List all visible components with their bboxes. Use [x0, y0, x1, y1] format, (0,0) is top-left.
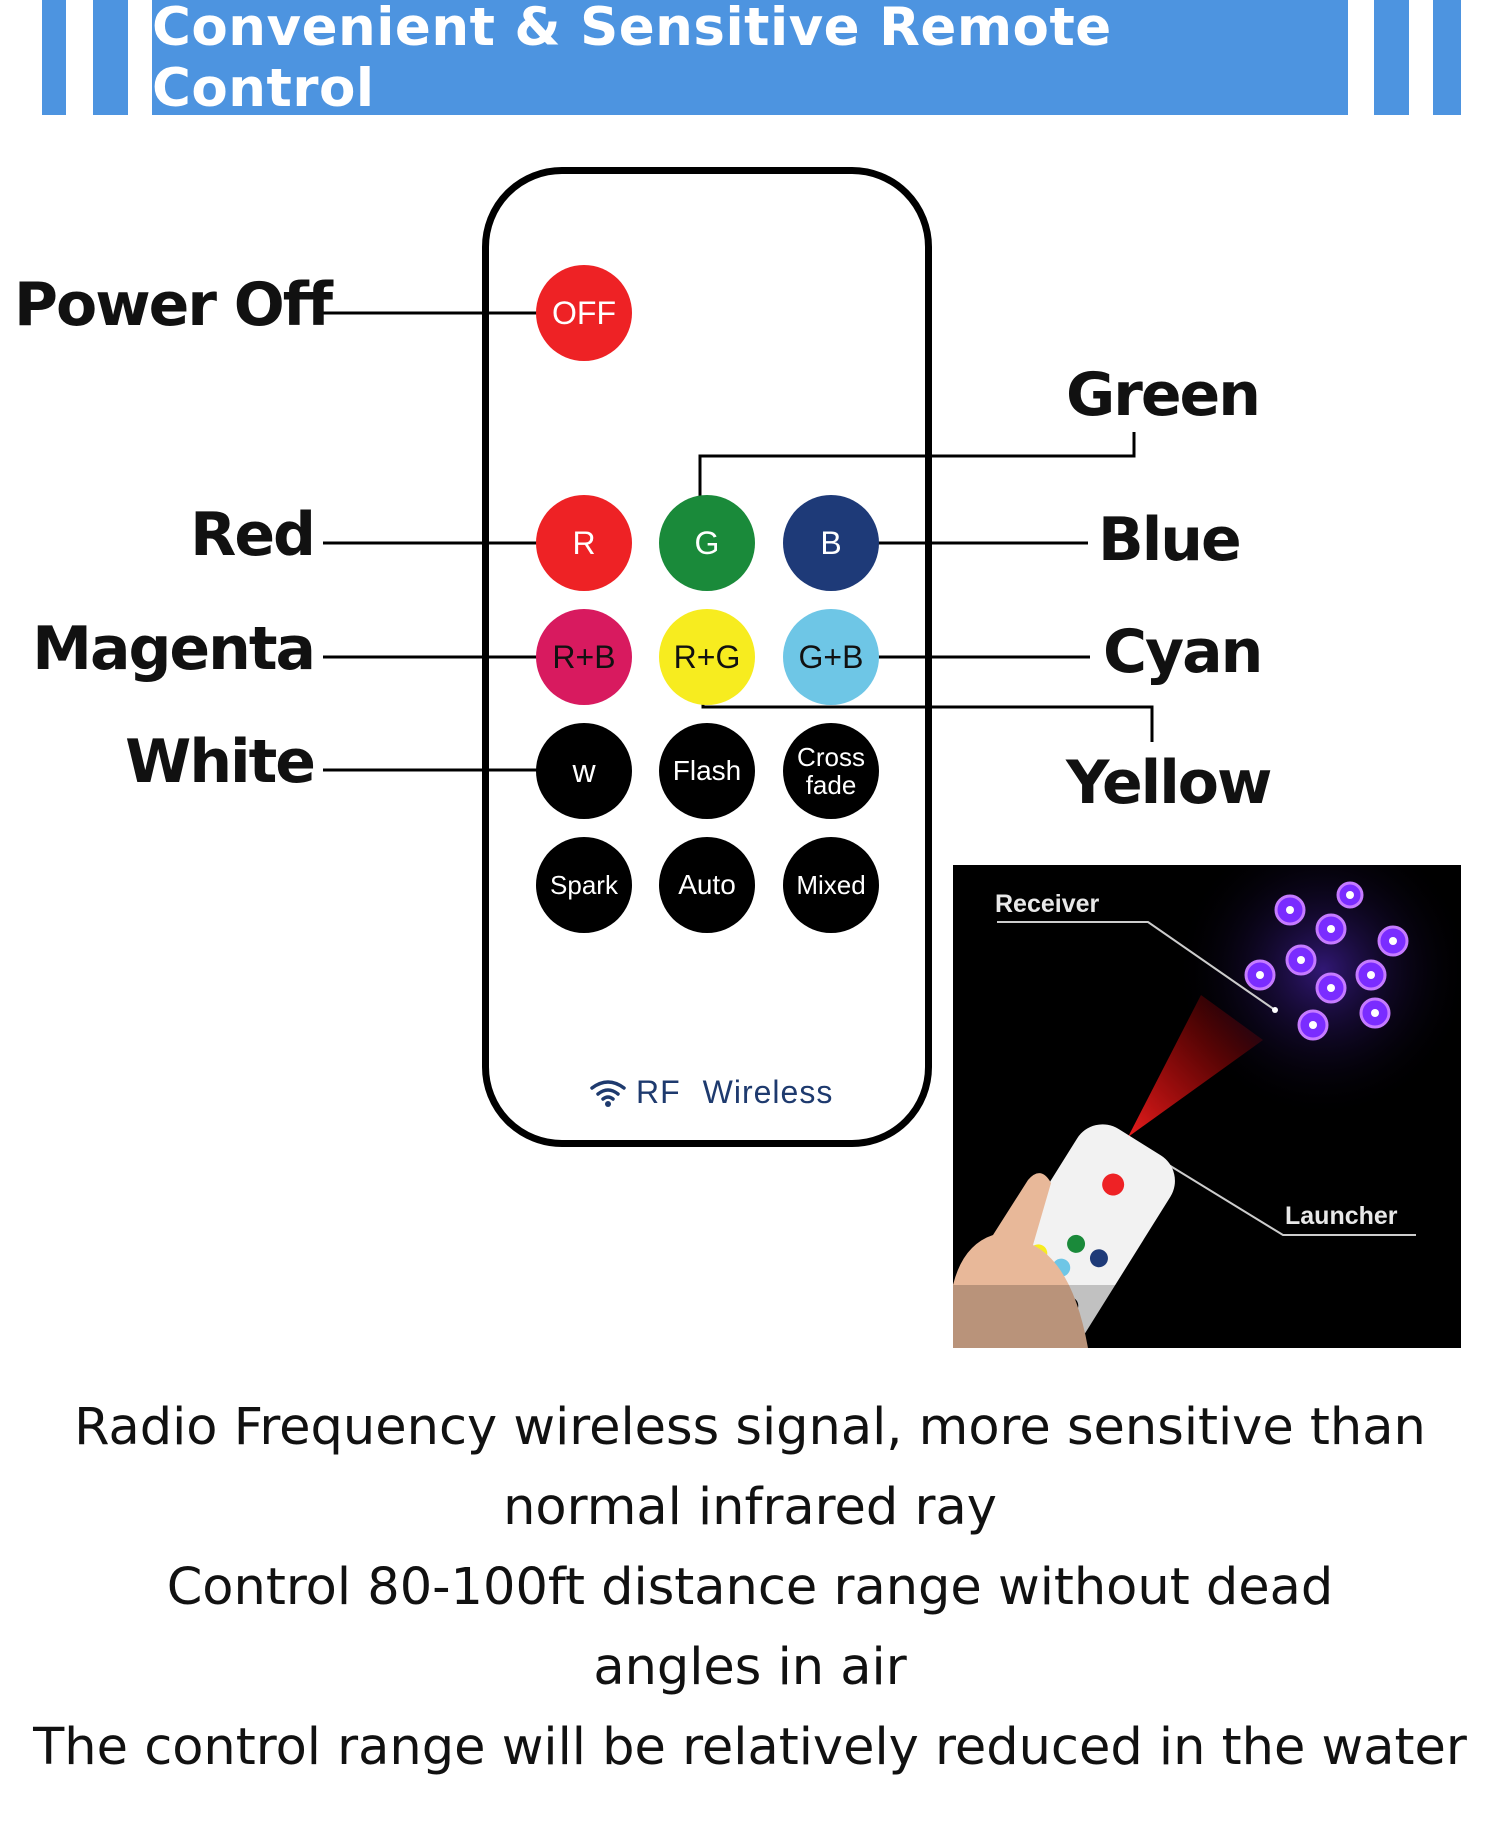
- yellow-button[interactable]: R+G: [659, 609, 755, 705]
- hand: [953, 1173, 1088, 1348]
- flash-button[interactable]: Flash: [659, 723, 755, 819]
- label-green: Green: [1066, 360, 1261, 430]
- led-receiver-array: [1244, 881, 1409, 1041]
- header-stripe: [1374, 0, 1409, 115]
- blue-button[interactable]: B: [783, 495, 879, 591]
- green-button[interactable]: G: [659, 495, 755, 591]
- crossfade-button[interactable]: Cross fade: [783, 723, 879, 819]
- description-line: Control 80-100ft distance range without …: [166, 1558, 1334, 1617]
- yellow-connector: [701, 688, 1154, 742]
- label-magenta: Magenta: [32, 614, 316, 684]
- green-connector: [698, 432, 1136, 502]
- description-line: angles in air: [593, 1638, 907, 1697]
- label-blue: Blue: [1098, 505, 1242, 575]
- cyan-button[interactable]: G+B: [783, 609, 879, 705]
- receiver-launcher-photo: Receiver Launcher: [953, 865, 1461, 1348]
- description: Radio Frequency wireless signal, more se…: [30, 1388, 1470, 1788]
- white-button[interactable]: w: [536, 723, 632, 819]
- launcher-label: Launcher: [1285, 1202, 1398, 1230]
- red-button[interactable]: R: [536, 495, 632, 591]
- spark-button[interactable]: Spark: [536, 837, 632, 933]
- magenta-button[interactable]: R+B: [536, 609, 632, 705]
- photo-bottom-fade: [953, 1285, 1461, 1348]
- receiver-label: Receiver: [995, 890, 1100, 918]
- description-line: normal infrared ray: [503, 1478, 997, 1537]
- signal-beam: [1128, 995, 1263, 1137]
- photo-illustration: [953, 865, 1461, 1348]
- label-cyan: Cyan: [1103, 617, 1263, 687]
- wireless-text: Wireless: [702, 1074, 834, 1110]
- label-yellow: Yellow: [1066, 748, 1272, 818]
- header-stripe: [93, 0, 128, 115]
- header-stripe: [1433, 0, 1461, 115]
- launcher-pointer: [1127, 1139, 1416, 1236]
- label-white: White: [125, 727, 316, 797]
- label-red: Red: [190, 500, 316, 570]
- rf-text: RF: [636, 1074, 681, 1110]
- page-title: Convenient & Sensitive Remote Control: [152, 0, 1112, 119]
- receiver-pointer: [997, 921, 1276, 1011]
- mixed-button[interactable]: Mixed: [783, 837, 879, 933]
- description-line: The control range will be relatively red…: [33, 1718, 1467, 1777]
- rf-wireless-label: RF Wireless: [588, 1074, 833, 1111]
- auto-button[interactable]: Auto: [659, 837, 755, 933]
- label-power-off: Power Off: [14, 270, 333, 340]
- description-line: Radio Frequency wireless signal, more se…: [74, 1398, 1426, 1457]
- wifi-icon: [590, 1079, 626, 1107]
- off-button[interactable]: OFF: [536, 265, 632, 361]
- header-banner: Convenient & Sensitive Remote Control: [152, 0, 1348, 119]
- header-stripe: [42, 0, 66, 115]
